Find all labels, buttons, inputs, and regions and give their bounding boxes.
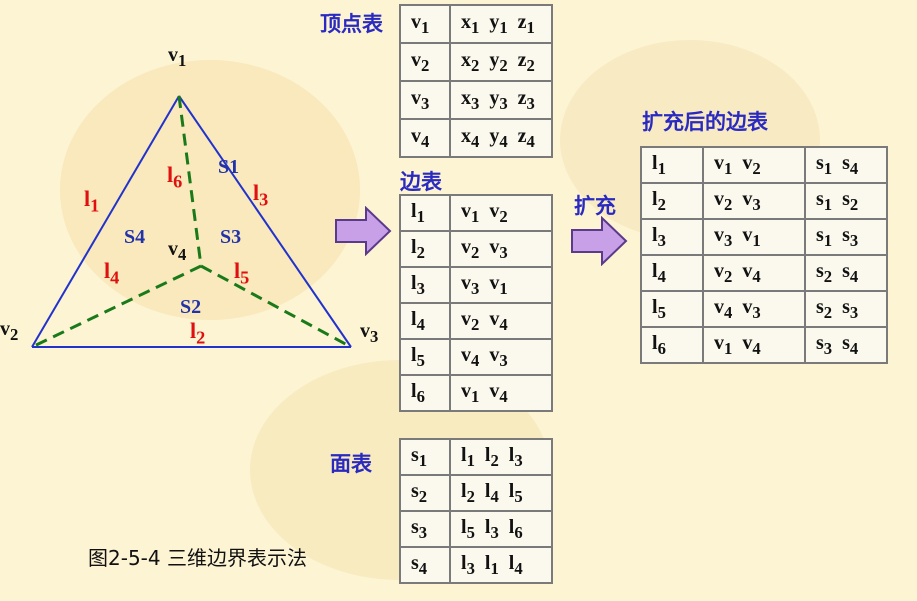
table-cell: s4 <box>399 546 451 584</box>
table-cell: v4 <box>399 118 451 158</box>
table-cell: l2 <box>399 230 451 268</box>
expand-label: 扩充 <box>574 194 616 218</box>
table-cell: l6 <box>399 374 451 412</box>
table-cell: s1 s2 <box>804 182 888 220</box>
table-cell: x1 y1 z1 <box>449 4 553 44</box>
table-cell: v3 v1 <box>702 218 806 256</box>
table-cell: l3 <box>399 266 451 304</box>
edge-l5 <box>200 264 352 349</box>
table-cell: l3 <box>640 218 704 256</box>
edge-label-l4: l4 <box>104 258 120 288</box>
edge-label-l2: l2 <box>190 318 206 348</box>
table-cell: l2 l4 l5 <box>449 474 553 512</box>
table-cell: v2 <box>399 42 451 82</box>
table-cell: l6 <box>640 326 704 364</box>
table-cell: v1 v2 <box>449 194 553 232</box>
table-cell: l1 l2 l3 <box>449 438 553 476</box>
edge-l3 <box>178 95 352 348</box>
table-cell: x4 y4 z4 <box>449 118 553 158</box>
vertex-label-v2: v2 <box>0 318 19 344</box>
table-cell: l4 <box>640 254 704 292</box>
table-cell: v1 v4 <box>449 374 553 412</box>
tetrahedron-diagram <box>31 95 352 349</box>
table-cell: v1 v4 <box>702 326 806 364</box>
table-cell: x3 y3 z3 <box>449 80 553 120</box>
table-cell: l2 <box>640 182 704 220</box>
right-arrow-icon <box>335 206 392 256</box>
background-decoration <box>60 60 360 320</box>
table-cell: v2 v3 <box>702 182 806 220</box>
table-cell: l5 l3 l6 <box>449 510 553 548</box>
face-label-s1: S1 <box>218 156 240 178</box>
expanded-table-title: 扩充后的边表 <box>642 110 768 134</box>
edge-label-l6: l6 <box>167 162 183 192</box>
right-arrow-icon <box>571 216 628 266</box>
vertex-label-v4: v4 <box>168 238 187 264</box>
table-cell: x2 y2 z2 <box>449 42 553 82</box>
vertex-label-v1: v1 <box>168 44 187 70</box>
edge-label-l3: l3 <box>253 180 269 210</box>
table-cell: s3 <box>399 510 451 548</box>
table-cell: l5 <box>640 290 704 328</box>
figure-caption: 图2-5-4 三维边界表示法 <box>88 546 307 570</box>
edge-label-l5: l5 <box>234 258 250 288</box>
table-cell: l1 <box>399 194 451 232</box>
table-cell: s2 s4 <box>804 254 888 292</box>
table-cell: s1 <box>399 438 451 476</box>
face-label-s4: S4 <box>124 226 146 248</box>
table-cell: s1 s3 <box>804 218 888 256</box>
table-cell: l4 <box>399 302 451 340</box>
edge-l1 <box>31 95 180 348</box>
edge-label-l1: l1 <box>84 186 100 216</box>
table-cell: v3 <box>399 80 451 120</box>
edge-l6 <box>177 95 203 267</box>
edge-table-title: 边表 <box>400 170 442 194</box>
vertex-label-v3: v3 <box>360 320 379 346</box>
table-cell: v4 v3 <box>702 290 806 328</box>
table-cell: s2 <box>399 474 451 512</box>
face-label-s3: S3 <box>220 226 242 248</box>
edge-l4 <box>31 264 202 349</box>
table-cell: v3 v1 <box>449 266 553 304</box>
table-cell: l1 <box>640 146 704 184</box>
face-table-title: 面表 <box>330 452 372 476</box>
table-cell: v2 v3 <box>449 230 553 268</box>
table-cell: v1 v2 <box>702 146 806 184</box>
face-label-s2: S2 <box>180 296 202 318</box>
table-cell: l3 l1 l4 <box>449 546 553 584</box>
table-cell: s3 s4 <box>804 326 888 364</box>
table-cell: l5 <box>399 338 451 376</box>
table-cell: v2 v4 <box>702 254 806 292</box>
table-cell: v1 <box>399 4 451 44</box>
table-cell: v4 v3 <box>449 338 553 376</box>
table-cell: v2 v4 <box>449 302 553 340</box>
vertex-table-title: 顶点表 <box>320 12 383 36</box>
table-cell: s2 s3 <box>804 290 888 328</box>
table-cell: s1 s4 <box>804 146 888 184</box>
